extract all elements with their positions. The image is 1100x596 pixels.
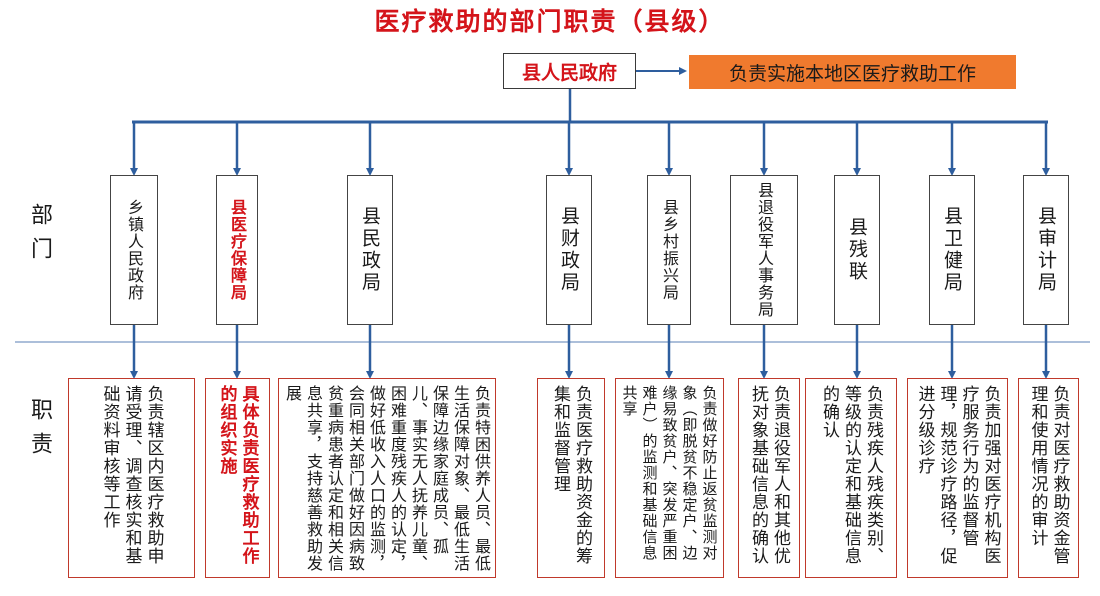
department-name: 县医疗保障局	[228, 199, 247, 301]
duty-text: 负责对医疗救助资金管理和使用情况的审计	[1027, 385, 1070, 565]
department-box: 县财政局	[546, 175, 592, 325]
department-box: 县乡村振兴局	[647, 175, 691, 325]
departments-side-label: 部门	[27, 203, 52, 271]
duty-text: 负责做好防止返贫监测对象（即脱贫不稳定户、边缘易致贫户、突发严重困难户）的监测和…	[620, 385, 719, 561]
overall-responsibility-box: 负责实施本地区医疗救助工作	[689, 55, 1016, 89]
department-name: 县残联	[846, 217, 868, 283]
department-name: 县退役军人事务局	[755, 182, 774, 318]
department-box: 县卫健局	[929, 175, 975, 325]
duty-box: 负责对医疗救助资金管理和使用情况的审计	[1018, 378, 1079, 578]
department-box: 县医疗保障局	[216, 175, 258, 325]
duty-box: 负责医疗救助资金的筹集和监督管理	[537, 378, 605, 578]
diagram-title: 医疗救助的部门职责（县级）	[374, 7, 726, 36]
duty-box: 负责退役军人和其他优抚对象基础信息的确认	[738, 378, 800, 578]
duty-text: 负责医疗救助资金的筹集和监督管理	[550, 385, 592, 565]
duty-box: 负责加强对医疗机构医疗服务行为的监督管理，规范诊疗路径，促进分级诊疗	[907, 378, 1008, 578]
department-name: 县乡村振兴局	[660, 199, 679, 301]
duty-text: 负责特困供养人员、最低生活保障对象、最低生活保障边缘家庭成员、孤儿、事实无人抚养…	[283, 385, 491, 572]
department-box: 县残联	[834, 175, 880, 325]
duty-box: 负责特困供养人员、最低生活保障对象、最低生活保障边缘家庭成员、孤儿、事实无人抚养…	[278, 378, 496, 578]
department-name: 乡镇人民政府	[125, 199, 144, 301]
department-name: 县财政局	[558, 206, 580, 294]
duty-box: 具体负责医疗救助工作的组织实施	[205, 378, 270, 578]
duty-text: 负责残疾人残疾类别、等级的认定和基础信息的确认	[819, 385, 883, 565]
duty-text: 负责辖区内医疗救助申请受理、调查核实和基础资料审核等工作	[99, 385, 164, 565]
duty-box: 负责做好防止返贫监测对象（即脱贫不稳定户、边缘易致贫户、突发严重困难户）的监测和…	[615, 378, 724, 578]
department-box: 县民政局	[347, 175, 393, 325]
duty-box: 负责辖区内医疗救助申请受理、调查核实和基础资料审核等工作	[68, 378, 195, 578]
duty-text: 负责退役军人和其他优抚对象基础信息的确认	[748, 385, 790, 565]
department-box: 县退役军人事务局	[730, 175, 798, 325]
department-name: 县民政局	[359, 206, 381, 294]
duty-box: 负责残疾人残疾类别、等级的认定和基础信息的确认	[805, 378, 897, 578]
county-government-label: 县人民政府	[521, 61, 617, 84]
department-name: 县审计局	[1035, 206, 1057, 294]
department-name: 县卫健局	[941, 206, 963, 294]
county-government-box: 县人民政府	[503, 53, 636, 89]
duties-side-label: 职责	[27, 398, 52, 466]
duty-text: 负责加强对医疗机构医疗服务行为的监督管理，规范诊疗路径，促进分级诊疗	[914, 385, 1001, 565]
duty-text: 具体负责医疗救助工作的组织实施	[216, 385, 259, 565]
department-box: 乡镇人民政府	[110, 175, 158, 325]
overall-responsibility-label: 负责实施本地区医疗救助工作	[728, 62, 976, 85]
department-box: 县审计局	[1023, 175, 1069, 325]
